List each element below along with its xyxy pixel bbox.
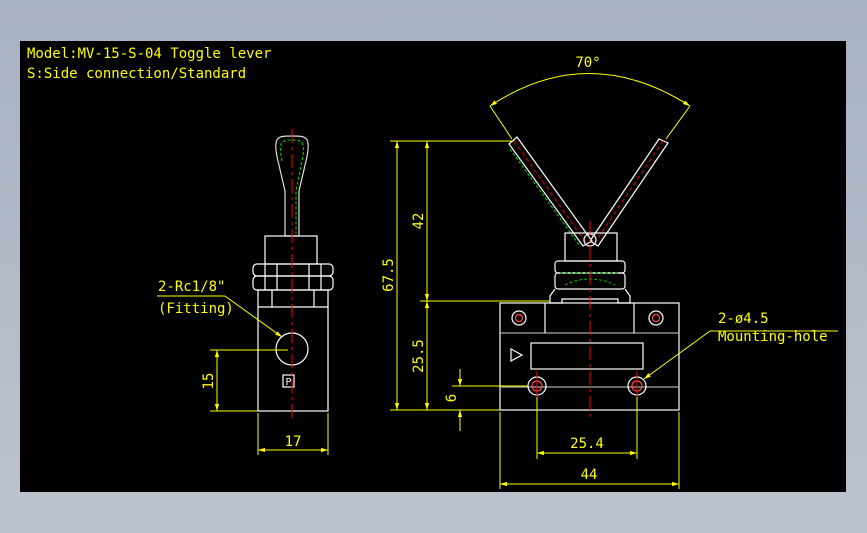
side-view <box>252 135 334 412</box>
port-mark: P <box>285 377 291 388</box>
front-collar <box>564 232 618 262</box>
dim-hole-spacing: 25.4 <box>570 436 604 452</box>
dim-width-front: 44 <box>581 467 598 483</box>
toggle-valve-drawing: Model:MV-15-S-04 Toggle lever S:Side con… <box>27 46 838 489</box>
angle-dimension <box>489 73 691 140</box>
dim-port-height: 15 <box>201 373 217 390</box>
dim-width-side: 17 <box>285 434 302 450</box>
front-levers <box>508 136 669 247</box>
mounting-label-2: Mounting-hole <box>718 329 828 345</box>
title-line-2: S:Side connection/Standard <box>27 66 246 82</box>
dim-angle: 70° <box>575 55 600 71</box>
mounting-label-1: 2-ø4.5 <box>718 311 769 327</box>
dim-hole-height: 6 <box>444 394 460 402</box>
dim-height-lower: 25.5 <box>411 339 427 373</box>
cad-drawing-area: Model:MV-15-S-04 Toggle lever S:Side con… <box>20 41 846 492</box>
fitting-label-1: 2-Rc1/8" <box>158 279 225 295</box>
dim-height-total: 67.5 <box>381 258 397 292</box>
top-screw-left <box>511 310 527 326</box>
mounting-leader <box>643 330 838 380</box>
side-collar <box>264 235 318 265</box>
top-screw-right <box>648 310 664 326</box>
front-slot <box>530 342 644 370</box>
side-dimensions <box>210 349 329 455</box>
side-lever-handle <box>275 135 309 237</box>
title-line-1: Model:MV-15-S-04 Toggle lever <box>27 46 271 62</box>
fitting-label-2: (Fitting) <box>158 301 234 317</box>
front-dimensions <box>390 140 680 489</box>
dim-height-upper: 42 <box>411 213 427 230</box>
fitting-leader <box>157 295 283 338</box>
side-port-mark-box <box>282 374 295 388</box>
direction-triangle <box>510 347 524 363</box>
